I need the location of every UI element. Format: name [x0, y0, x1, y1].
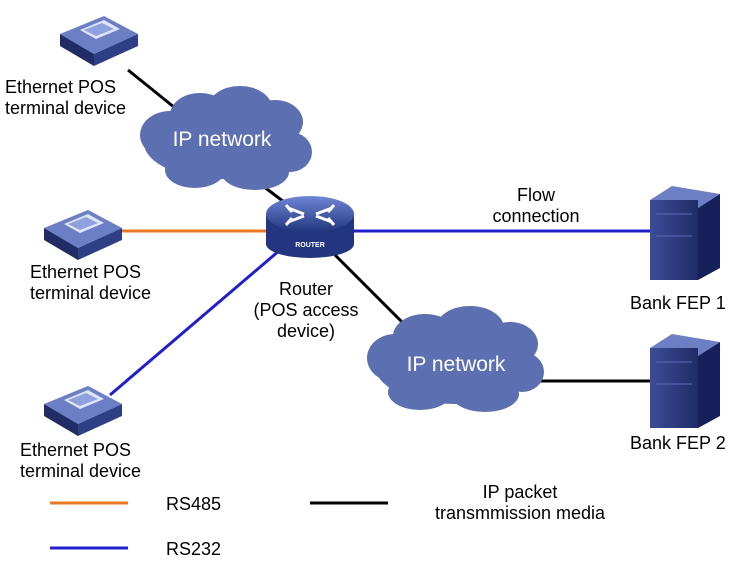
pos-terminal-icon — [60, 16, 138, 66]
router-label: Router (POS access device) — [240, 279, 372, 342]
router-label-line2: (POS access — [253, 300, 359, 320]
router-badge: ROUTER — [295, 242, 325, 249]
terminal-2-line2: terminal device — [30, 283, 152, 303]
ip-network-cloud-bottom — [367, 306, 544, 412]
terminal-3-line1: Ethernet POS — [20, 440, 132, 460]
terminal-2-label: Ethernet POS terminal device — [30, 262, 151, 304]
cloud-top-label: IP network — [172, 128, 272, 151]
legend-rs485-label: RS485 — [166, 494, 222, 514]
terminal-1-line1: Ethernet POS — [5, 77, 117, 97]
terminal-3-label: Ethernet POS terminal device — [20, 440, 141, 482]
terminal-3-line2: terminal device — [20, 461, 142, 481]
flow-line1: Flow — [516, 185, 555, 205]
legend-ip-line1: IP packet — [482, 482, 558, 502]
flow-line2: connection — [492, 206, 580, 226]
terminal-2-line1: Ethernet POS — [30, 262, 142, 282]
legend-rs232-label: RS232 — [166, 539, 222, 559]
flow-connection-label: Flow connection — [470, 185, 602, 227]
pos-terminal-icon — [44, 386, 122, 436]
legend-ip-label: IP packet transmmission media — [410, 482, 630, 524]
terminal-1-label: Ethernet POS terminal device — [5, 77, 126, 119]
bank-fep-2-label: Bank FEP 2 — [630, 433, 726, 453]
router-label-line1: Router — [278, 279, 334, 299]
router-icon: ROUTER — [266, 196, 354, 258]
legend-ip-line2: transmmission media — [434, 503, 606, 523]
bank-fep-1-label: Bank FEP 1 — [630, 293, 726, 313]
server-icon — [650, 186, 720, 280]
pos-terminal-icon — [44, 210, 122, 260]
router-label-line3: device) — [276, 321, 336, 341]
link-terminal3-router-rs232 — [109, 248, 281, 397]
cloud-bottom-label: IP network — [406, 353, 506, 376]
terminal-1-line2: terminal device — [5, 98, 127, 118]
server-icon — [650, 334, 720, 428]
ip-network-cloud-top — [140, 86, 312, 190]
